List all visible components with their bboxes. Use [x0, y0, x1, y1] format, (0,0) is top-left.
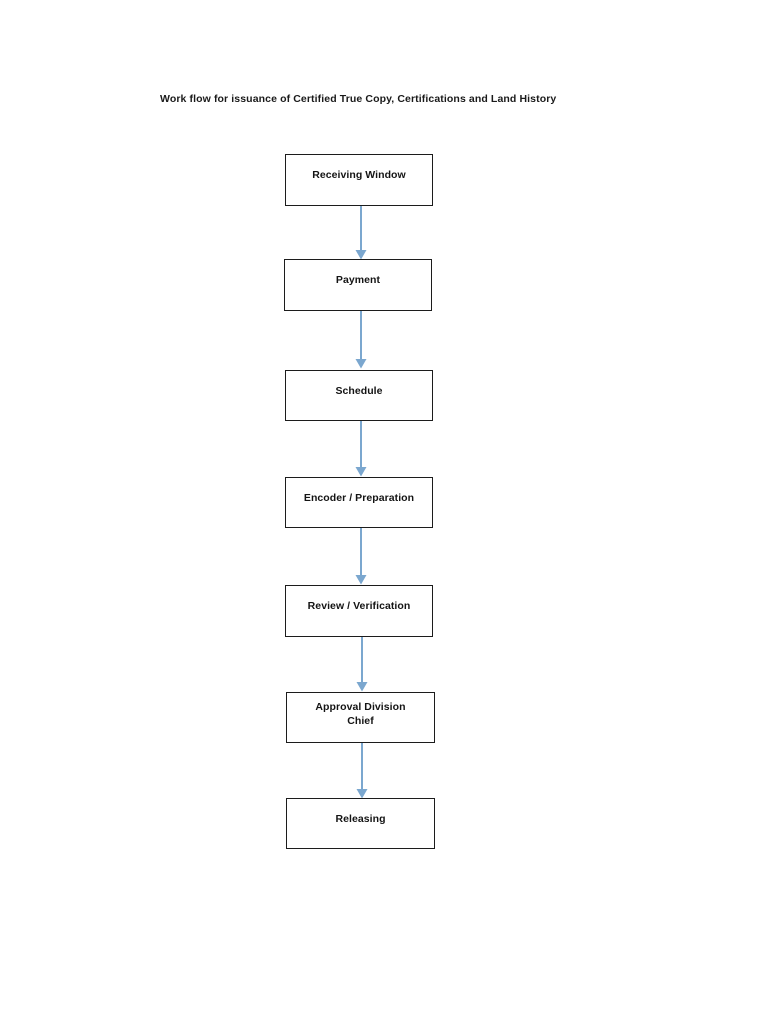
flow-node-receiving-window[interactable]: Receiving Window: [285, 154, 433, 206]
flow-connector-3-4: [351, 421, 371, 477]
flow-node-label: Releasing: [335, 813, 386, 825]
flow-node-approval-division-chief[interactable]: Approval Division Chief: [286, 692, 435, 743]
flow-node-label: Receiving Window: [312, 169, 406, 181]
flow-node-encoder-preparation[interactable]: Encoder / Preparation: [285, 477, 433, 528]
flow-node-label: Review / Verification: [307, 600, 411, 612]
flow-node-releasing[interactable]: Releasing: [286, 798, 435, 849]
flow-connector-1-2: [351, 206, 371, 260]
flow-connector-5-6: [352, 637, 372, 692]
flow-connector-6-7: [352, 743, 372, 799]
flow-connector-2-3: [351, 311, 371, 369]
flow-node-payment[interactable]: Payment: [284, 259, 432, 311]
flow-node-label: Schedule: [335, 385, 383, 397]
flow-node-schedule[interactable]: Schedule: [285, 370, 433, 421]
flow-connector-4-5: [351, 528, 371, 585]
flow-node-label: Payment: [335, 274, 381, 286]
page-title: Work flow for issuance of Certified True…: [160, 93, 557, 105]
flow-node-label: Approval Division Chief: [315, 701, 406, 727]
flow-node-label: Encoder / Preparation: [303, 492, 415, 504]
flow-node-review-verification[interactable]: Review / Verification: [285, 585, 433, 637]
